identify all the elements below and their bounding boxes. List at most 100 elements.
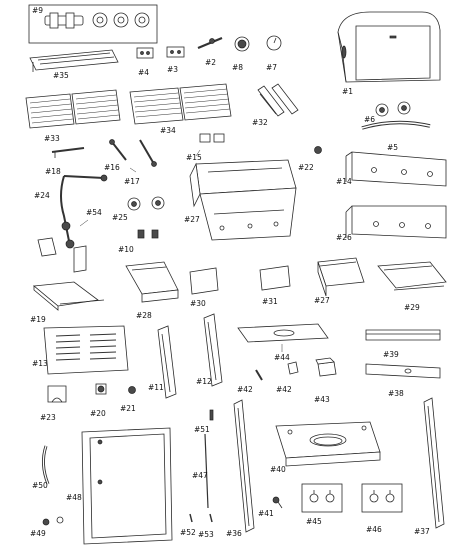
part-10-firebox: #27	[184, 159, 297, 241]
part-8-gauge: #8	[232, 36, 250, 72]
part-label: #46	[366, 525, 382, 534]
part-label: #49	[30, 529, 46, 538]
part-label: #25	[112, 213, 128, 222]
part-34-grates: #34	[129, 83, 232, 135]
part-30-panel: #30	[189, 267, 219, 308]
part-label: #24	[34, 191, 50, 200]
part-13-vented-panel: #13	[32, 325, 129, 375]
part-label: #45	[306, 517, 322, 526]
part-label: #50	[32, 481, 48, 490]
part-label: #42	[276, 385, 292, 394]
part-15-clips: #15	[186, 133, 225, 162]
part-40-base-frame: #40	[270, 421, 381, 474]
part-label: #37	[414, 527, 430, 536]
part-label: #40	[270, 465, 286, 474]
part-35-warming-rack: #35	[29, 49, 119, 80]
part-44-bottom-shelf: #44	[237, 323, 329, 362]
part-38-crossbar: #38	[365, 363, 441, 398]
part-label: #54	[86, 208, 102, 217]
part-label: #48	[66, 493, 82, 502]
part-2-hinge: #2	[197, 36, 223, 67]
part-7-thermometer: #7	[266, 35, 282, 72]
part-45-casters: #45	[301, 483, 343, 526]
part-49-fasteners: #49	[30, 516, 64, 538]
part-label: #10	[118, 245, 134, 254]
part-label: #11	[148, 383, 164, 392]
part-12-side-panel: #12	[196, 313, 223, 387]
part-19-rear-panel: #26	[336, 205, 447, 242]
part-label: #2	[205, 58, 216, 67]
part-26-fittings: #10	[118, 229, 159, 254]
part-label: #1	[342, 87, 353, 96]
part-label: #41	[258, 509, 274, 518]
part-39-crossbar: #39	[365, 329, 441, 359]
part-label: #31	[262, 297, 278, 306]
part-label: #16	[104, 163, 120, 172]
part-32-flame-tamers: #32	[252, 83, 299, 127]
part-42-bracket-a: #42	[237, 369, 263, 394]
part-52-pin: #52	[180, 513, 196, 537]
part-54-regulator: #54	[79, 208, 102, 227]
part-6-control-knobs: #6	[364, 101, 411, 124]
part-28-side-shelf: #19	[30, 281, 105, 324]
part-5-lid-handle: #5	[361, 120, 431, 152]
part-label: #27	[314, 296, 330, 305]
part-label: #5	[387, 143, 398, 152]
part-41-screw: #41	[258, 496, 283, 518]
part-label: #17	[124, 177, 140, 186]
part-label: #32	[252, 118, 268, 127]
part-25-valves: #25	[112, 196, 165, 222]
part-31-panel: #31	[259, 265, 291, 306]
part-label: #23	[40, 413, 56, 422]
part-label: #35	[53, 71, 69, 80]
part-label: #6	[364, 115, 375, 124]
part-label: #38	[388, 389, 404, 398]
part-48-cabinet-door: #48	[66, 427, 173, 545]
part-label: #33	[44, 134, 60, 143]
part-21-nut: #21	[120, 386, 136, 413]
part-11-side-panel: #11	[148, 325, 177, 399]
part-16-electrode: #16	[104, 139, 127, 172]
part-27-side-shelf-right: #27	[314, 257, 365, 305]
part-label: #29	[404, 303, 420, 312]
part-47-rod: #47	[192, 433, 209, 509]
part-29-side-shelf: #29	[377, 261, 447, 312]
part-27-grease-tray: #28	[125, 261, 179, 320]
part-label: #44	[274, 353, 290, 362]
part-9-frame	[28, 4, 158, 44]
part-22-screw: #22	[298, 146, 322, 172]
part-1-lid: #1	[337, 11, 441, 96]
part-label: #20	[90, 409, 106, 418]
part-9-ignition-kit: #9	[28, 4, 158, 44]
part-label: #13	[32, 359, 48, 368]
part-42-bracket-b: #42	[276, 361, 299, 394]
part-label: #42	[237, 385, 253, 394]
part-label: #39	[383, 350, 399, 359]
part-label: #36	[226, 529, 242, 538]
part-14-control-panel: #14	[336, 151, 447, 187]
part-label: #47	[192, 471, 208, 480]
part-50-door-handle: #50	[32, 445, 50, 490]
part-20-igniter-button: #20	[90, 383, 107, 418]
part-53-pin: #53	[198, 513, 214, 539]
part-23-bracket: #23	[40, 385, 67, 422]
part-label: #21	[120, 404, 136, 413]
part-label: #27	[184, 215, 200, 224]
part-17-electrode: #17	[124, 139, 157, 186]
part-label: #7	[266, 63, 277, 72]
part-36-side-panel: #36	[226, 399, 255, 538]
part-label: #19	[30, 315, 46, 324]
part-label: #9	[32, 6, 43, 15]
part-label: #26	[336, 233, 352, 242]
part-label: #15	[186, 153, 202, 162]
part-label: #51	[194, 425, 210, 434]
part-33-cooking-grates: #33	[25, 89, 121, 143]
part-4-bracket: #4	[136, 47, 154, 77]
part-label: #4	[138, 68, 149, 77]
part-3-bracket: #3	[166, 46, 185, 74]
part-label: #34	[160, 126, 176, 135]
part-label: #18	[45, 167, 61, 176]
part-37-side-panel: #37	[414, 397, 445, 536]
